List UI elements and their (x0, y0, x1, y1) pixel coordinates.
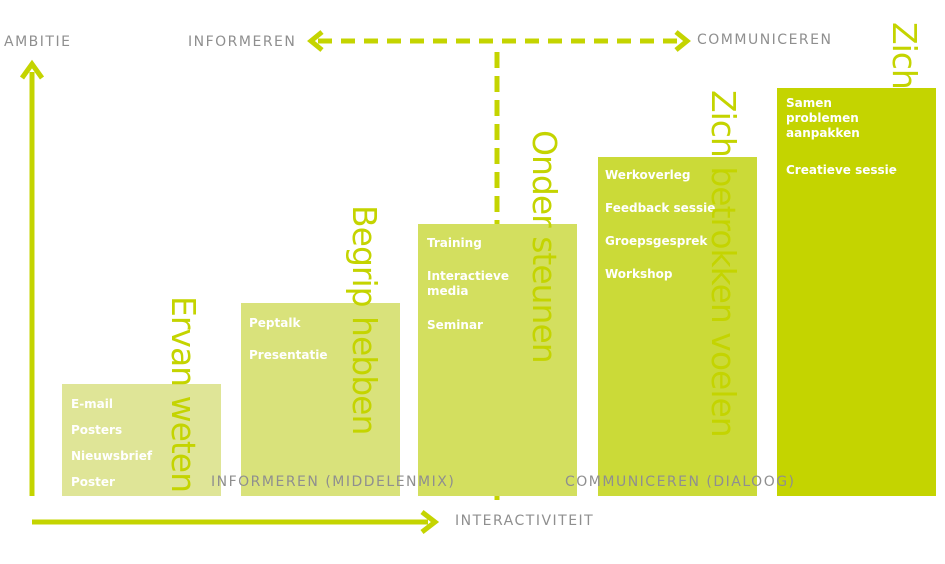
list-item: Interactieve media (427, 269, 509, 298)
top-left-arrowhead (307, 30, 324, 52)
list-item: E-mail (71, 397, 114, 411)
list-item: Werkoverleg (605, 168, 691, 182)
list-item: Peptalk (249, 316, 301, 330)
list-item: Nieuwsbrief (71, 449, 153, 463)
list-item: Poster (71, 475, 115, 489)
top-right-label: COMMUNICEREN (697, 32, 833, 48)
list-item: Posters (71, 423, 123, 437)
level-title: Onder steunen (525, 130, 564, 363)
list-item: Creatieve sessie (786, 163, 897, 177)
bar-zich-verbonden-voelen (777, 88, 936, 496)
list-item: Groepsgesprek (605, 234, 708, 248)
y-axis-arrowhead (19, 59, 45, 80)
bar-zich-betrokken-voelen (598, 157, 757, 496)
list-item: Samen problemen aanpakken (786, 96, 860, 140)
x-axis-label: INTERACTIVITEIT (455, 513, 595, 529)
phase-label-communiceren: COMMUNICEREN (DIALOOG) (565, 474, 796, 490)
x-axis-arrowhead (420, 510, 440, 534)
top-left-label: INFORMEREN (188, 34, 297, 50)
list-item: Workshop (605, 267, 673, 281)
top-right-arrowhead (674, 30, 691, 52)
bar-begrip-hebben (241, 303, 400, 496)
list-item: Training (427, 236, 482, 250)
level-title: Zich betrokken voelen (704, 90, 743, 437)
level-title: Begrip hebben (345, 205, 384, 435)
phase-label-informeren: INFORMEREN (MIDDELENMIX) (211, 474, 456, 490)
level-title: Ervan weten (164, 296, 203, 493)
list-item: Feedback sessie (605, 201, 716, 215)
level-title: Zich verbonden voelen (885, 22, 924, 381)
list-item: Presentatie (249, 348, 328, 362)
bar-ervan-weten (62, 384, 221, 496)
y-axis-label: AMBITIE (4, 34, 72, 50)
list-item: Seminar (427, 318, 483, 332)
bar-onder-steunen (418, 224, 577, 496)
